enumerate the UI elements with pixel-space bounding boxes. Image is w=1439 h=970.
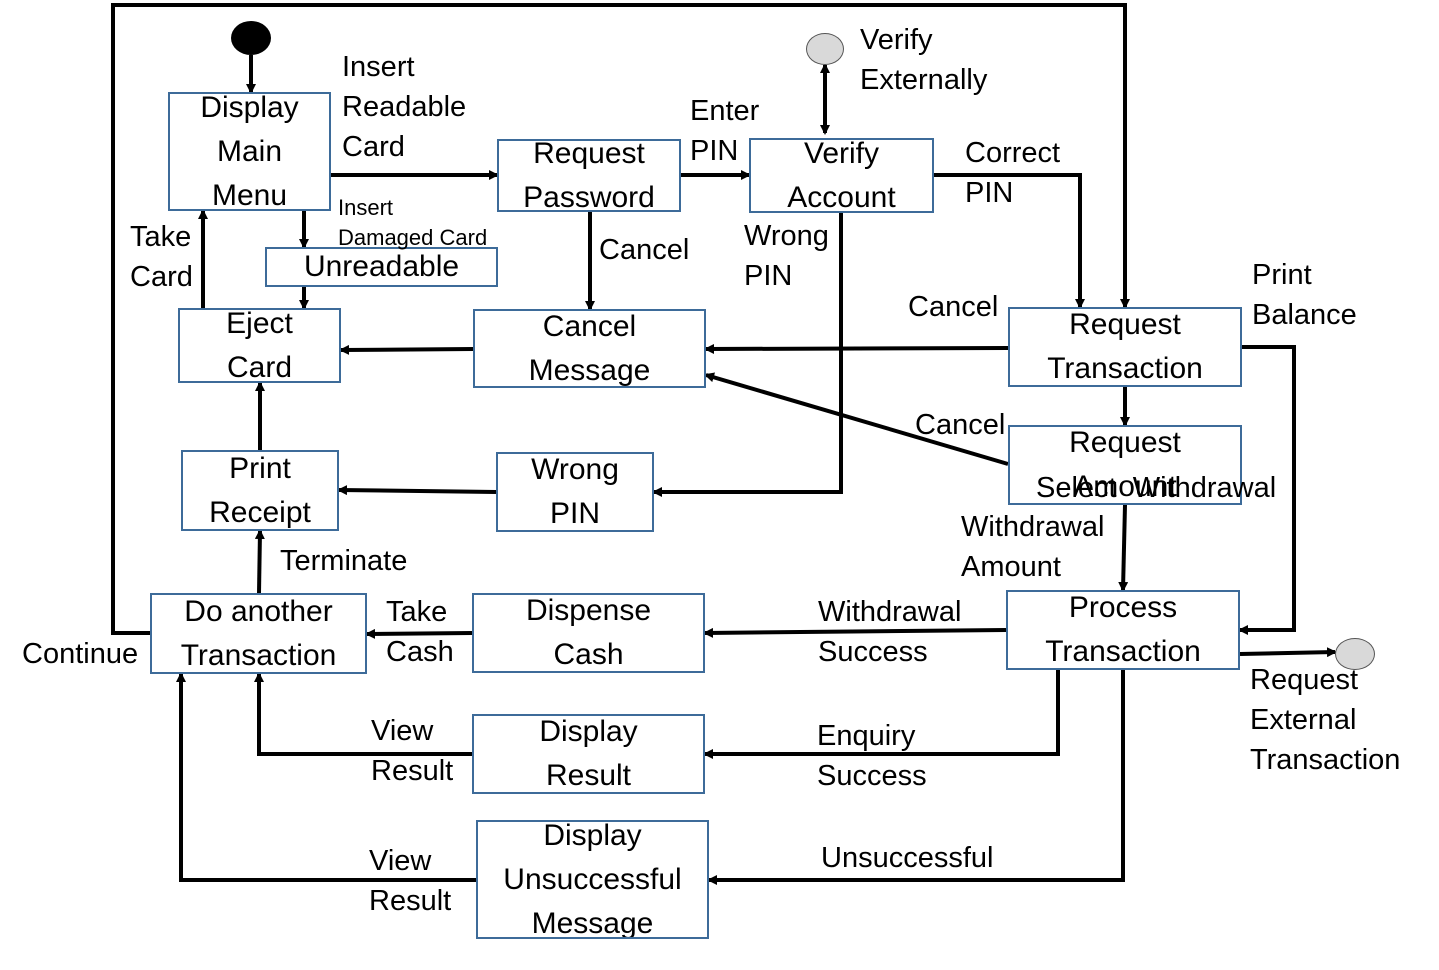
state-unreadable: Unreadable (265, 247, 498, 287)
label-print-balance: Print Balance (1252, 259, 1357, 331)
state-text: Cash (553, 638, 624, 671)
label-view-result-2: View Result (369, 845, 452, 917)
state-text: Menu (211, 178, 288, 211)
state-request-amount: Request Amount (1008, 425, 1242, 505)
arrow-verify-to-wrong-pin (652, 213, 843, 497)
state-display-main-menu: Display Main Menu (168, 92, 331, 211)
label-withdrawal-success: Withdrawal Success (818, 596, 962, 668)
arrow-request-amount-to-cancel (704, 372, 1009, 466)
label-cancel-password: Cancel (599, 234, 690, 266)
state-text: Transaction (1045, 635, 1201, 668)
state-text: Display (539, 715, 638, 748)
label-enter-pin: Enter PIN (690, 95, 760, 167)
arrow-print-balance (1238, 345, 1296, 635)
arrow-amount-to-process (1118, 504, 1129, 592)
state-text: Cancel (542, 309, 637, 343)
state-text: Main (216, 134, 283, 168)
label-wrong-pin: Wrong PIN (744, 220, 829, 292)
state-text: Transaction (180, 638, 337, 672)
state-text: Transaction (1047, 352, 1203, 385)
state-text: Request (1069, 308, 1181, 341)
arrow-verify-to-request-transaction (934, 173, 1085, 309)
label-enquiry-success: Enquiry Success (817, 720, 927, 792)
state-text: Print (229, 451, 291, 485)
arrow-process-to-dispense (703, 627, 1007, 638)
arrow-unsuccessful-to-another (176, 672, 476, 882)
label-insert-damaged-card: Insert Damaged Card (338, 195, 488, 250)
state-process-transaction: Process Transaction (1006, 590, 1240, 670)
state-text: Card (226, 350, 293, 383)
state-text: Amount (1073, 470, 1177, 503)
arrow-request-transaction-to-cancel (704, 343, 1009, 354)
state-text: Receipt (209, 495, 311, 529)
label-withdrawal-amount: Withdrawal Amount (961, 511, 1105, 583)
state-text: Display (200, 92, 299, 124)
arrow-process-to-unsuccessful (707, 670, 1125, 885)
label-insert-readable-card: Insert Readable Card (342, 51, 467, 163)
state-text: Result (545, 759, 632, 792)
state-text: Message (528, 353, 651, 387)
state-do-another-transaction: Do another Transaction (150, 593, 367, 674)
state-text: Display (543, 820, 642, 852)
arrow-cancel-to-eject (339, 344, 474, 355)
state-text: Request (1069, 426, 1181, 459)
label-cancel-amount: Cancel (915, 409, 1006, 441)
arrow-another-to-receipt (254, 529, 265, 594)
state-verify-account: Verify Account (749, 138, 934, 213)
arrow-process-to-external (1239, 647, 1337, 658)
state-text: Account (787, 180, 896, 213)
state-text: Do another (184, 594, 333, 628)
state-display-result: Display Result (472, 714, 705, 794)
arrow-display-result-to-another (254, 672, 472, 756)
label-unsuccessful: Unsuccessful (821, 842, 994, 874)
state-text: Verify (803, 138, 880, 170)
label-continue: Continue (22, 638, 139, 670)
external-verification-node (806, 33, 844, 65)
label-select-withdrawal: Select Withdrawal (1036, 472, 1277, 504)
state-cancel-message: Cancel Message (473, 309, 706, 388)
label-cancel-request: Cancel (908, 291, 999, 323)
state-display-unsuccessful-message: Display Unsuccessful Message (476, 820, 709, 939)
label-correct-pin: Correct PIN (965, 137, 1061, 209)
label-view-result-1: View Result (371, 715, 454, 787)
state-text: Message (531, 906, 654, 939)
initial-state-node (231, 21, 271, 55)
arrow-process-to-display-result (703, 670, 1060, 759)
state-text: Dispense (525, 594, 652, 627)
label-take-card: Take Card (130, 221, 193, 293)
state-text: Wrong (531, 453, 619, 486)
label-terminate: Terminate (280, 545, 408, 577)
state-text: Request (533, 139, 645, 170)
state-eject-card: Eject Card (178, 308, 341, 383)
external-transaction-node (1335, 638, 1375, 670)
state-text: Unreadable (303, 250, 460, 283)
state-text: Unsuccessful (503, 862, 682, 896)
state-wrong-pin: Wrong PIN (496, 452, 654, 532)
label-verify-externally: Verify Externally (860, 24, 988, 96)
state-request-transaction: Request Transaction (1008, 307, 1242, 387)
label-request-external-transaction: Request External Transaction (1250, 664, 1401, 776)
label-take-cash: Take Cash (386, 596, 454, 668)
state-text: Password (523, 180, 655, 212)
state-text: Eject (226, 308, 293, 340)
state-text: PIN (549, 497, 600, 530)
state-dispense-cash: Dispense Cash (472, 593, 705, 673)
arrow-continue-loop (111, 3, 1130, 635)
state-text: Process (1068, 591, 1178, 624)
state-request-password: Request Password (497, 139, 681, 212)
arrow-wrong-pin-to-receipt (337, 485, 497, 496)
state-print-receipt: Print Receipt (181, 450, 339, 531)
arrow-dispense-to-another (365, 628, 473, 639)
